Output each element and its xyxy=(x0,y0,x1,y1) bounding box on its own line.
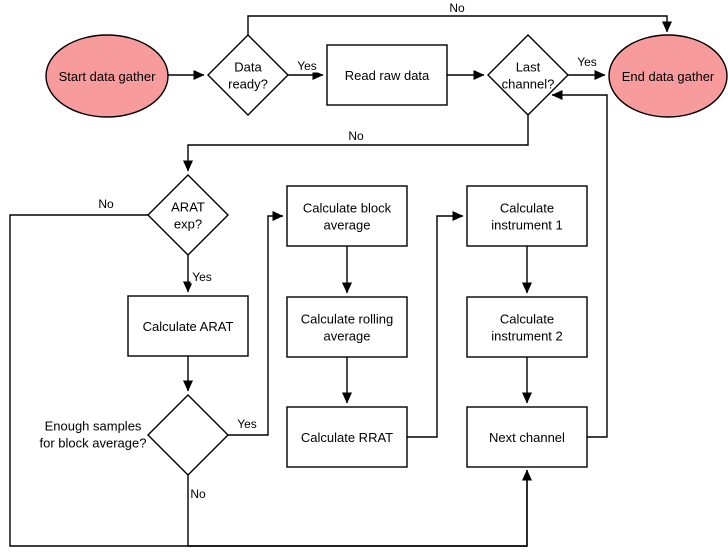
edge-last-channel-no xyxy=(183,115,529,172)
node-end-label: End data gather xyxy=(622,69,715,84)
edge-arat-exp-no-label-bg xyxy=(97,197,115,211)
edge-arat-exp-no-label: No xyxy=(98,197,114,211)
node-read-raw-data-label: Read raw data xyxy=(345,68,430,83)
edge-enough-samples-no-label-bg xyxy=(189,487,207,501)
node-calc-arat-label: Calculate ARAT xyxy=(143,319,234,334)
edge-last-channel-yes-label-bg xyxy=(575,55,599,69)
node-calc-instrument-2 xyxy=(466,296,588,358)
node-end xyxy=(608,34,728,118)
edge-data-ready-yes-label-bg xyxy=(295,59,319,73)
edge-data-ready-no-label-bg xyxy=(448,1,466,15)
edge-last-channel-no-label-bg xyxy=(347,129,365,143)
edge-enough-samples-no xyxy=(187,469,532,547)
node-next-channel xyxy=(466,406,588,468)
edge-enough-samples-yes-label: Yes xyxy=(237,417,257,431)
node-calc-rolling xyxy=(286,296,408,358)
node-calc-instrument-1 xyxy=(466,185,588,247)
node-calc-rrat xyxy=(286,406,408,468)
edge-rrat-to-instrument-1 xyxy=(407,211,464,438)
edge-enough-samples-yes-label-bg xyxy=(235,417,259,431)
edge-last-channel-no-label: No xyxy=(348,129,364,143)
node-calc-arat xyxy=(127,295,249,357)
edge-last-channel-yes-label: Yes xyxy=(577,55,597,69)
edge-next-to-last-channel xyxy=(551,90,608,438)
node-next-channel-label: Next channel xyxy=(489,430,565,445)
node-last-channel xyxy=(487,34,569,116)
edge-arat-exp-yes-label-bg xyxy=(190,270,214,284)
edge-data-ready-no xyxy=(247,15,672,35)
edge-data-ready-no-label: No xyxy=(449,1,465,15)
node-arat-exp xyxy=(147,174,229,256)
node-start-label: Start data gather xyxy=(59,69,157,84)
node-data-ready xyxy=(207,34,289,116)
node-calc-rrat-label: Calculate RRAT xyxy=(301,430,393,445)
node-start xyxy=(45,34,169,118)
edge-enough-samples-yes xyxy=(228,211,284,436)
node-read-raw-data xyxy=(326,44,448,106)
node-enough-samples xyxy=(147,394,229,476)
edge-arat-exp-yes-label: Yes xyxy=(192,270,212,284)
edge-data-ready-yes-label: Yes xyxy=(297,59,317,73)
node-calc-block xyxy=(286,185,408,247)
edge-enough-samples-no-label: No xyxy=(190,487,206,501)
